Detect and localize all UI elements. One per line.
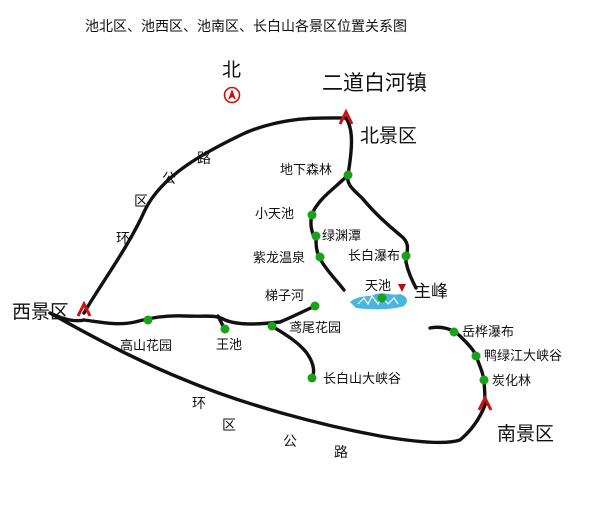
poi-dot-gaoshan-huayuan [143, 315, 153, 325]
poi-label-gaoshan-huayuan: 高山花园 [120, 338, 172, 354]
region-west-label: 西景区 [12, 301, 69, 323]
poi-dot-xiao-tianchi [307, 210, 317, 220]
ring-road-north-char-2: 区 [134, 194, 148, 210]
ring-road-north-char-4: 路 [197, 151, 211, 167]
ring-road-north [82, 116, 348, 315]
poi-label-dixia-senlin: 地下森林 [280, 163, 332, 178]
poi-label-yalujiang-daxiagu: 鸭绿江大峡谷 [484, 349, 562, 364]
ring-road-south-char-3: 公 [283, 434, 297, 450]
region-north-label: 北景区 [360, 125, 417, 147]
poi-dot-tizi-he [310, 301, 320, 311]
north-label: 北 [222, 59, 241, 81]
ring-road-south-char-2: 区 [222, 418, 236, 434]
poi-label-wangchi: 王池 [216, 338, 242, 353]
ring-road-north-char-3: 公 [162, 171, 176, 187]
poi-dot-zilong-wenquan [315, 252, 325, 262]
poi-dot-yalujiang-daxiagu [471, 351, 481, 361]
tianchi-lake [350, 293, 407, 310]
south-gate-marker-icon [477, 394, 493, 411]
ring-road-south-char-4: 路 [334, 445, 348, 461]
west-gate-marker-icon [76, 300, 92, 317]
region-south-label: 南景区 [497, 423, 554, 445]
poi-dot-yuanwei-huayuan [267, 321, 277, 331]
poi-label-yuanwei-huayuan: 鸢尾花园 [289, 320, 341, 336]
ring-road-south-char-1: 环 [192, 396, 206, 412]
town-label: 二道白河镇 [322, 71, 427, 95]
map-title: 池北区、池西区、池南区、长白山各景区位置关系图 [85, 19, 407, 35]
west-branch-road [48, 311, 86, 323]
poi-dot-lvyuan-tan [311, 231, 321, 241]
peak-marker-icon [398, 284, 406, 292]
poi-dot-yuehua-pubu [449, 327, 459, 337]
peak-label: 主峰 [414, 282, 448, 302]
poi-dot-changbaishan-daxiagu [307, 373, 317, 383]
poi-label-zilong-wenquan: 紫龙温泉 [253, 250, 305, 266]
canyon-branch-road [270, 324, 316, 380]
poi-dot-dixia-senlin [343, 170, 353, 180]
poi-dot-tianchi [377, 293, 387, 303]
poi-label-tizi-he: 梯子河 [265, 289, 304, 304]
poi-label-changbai-pubu: 长白瀑布 [348, 248, 400, 264]
west-scenic-road [82, 304, 317, 326]
poi-label-yuehua-pubu: 岳桦瀑布 [462, 325, 514, 340]
north-gate-marker-icon [338, 108, 354, 125]
poi-dot-wangchi [220, 324, 230, 334]
poi-dot-changbai-pubu [401, 251, 411, 261]
poi-label-lvyuan-tan: 绿渊潭 [322, 229, 361, 244]
north-compass-icon [223, 86, 241, 104]
poi-dot-tanhua-lin [479, 375, 489, 385]
poi-label-tianchi: 天池 [365, 279, 391, 294]
poi-label-tanhua-lin: 炭化林 [492, 374, 531, 389]
north-scenic-road [344, 116, 418, 290]
ring-road-south [48, 311, 487, 445]
poi-label-changbaishan-daxiagu: 长白山大峡谷 [323, 371, 401, 387]
ring-road-north-char-1: 环 [116, 231, 130, 247]
poi-label-xiao-tianchi: 小天池 [255, 207, 294, 222]
